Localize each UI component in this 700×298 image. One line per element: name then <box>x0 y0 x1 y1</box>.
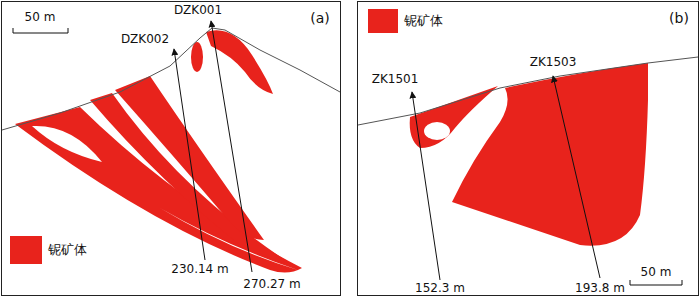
panel-letter: (b) <box>669 10 689 26</box>
legend-swatch <box>368 9 398 33</box>
legend-swatch <box>10 236 42 264</box>
ore-gap <box>424 122 450 140</box>
drill-hole-name: ZK1501 <box>372 73 419 87</box>
depth-label: 270.27 m <box>243 278 301 292</box>
drill-hole <box>553 76 600 278</box>
drill-hole <box>211 21 252 272</box>
panel-frame <box>2 2 341 296</box>
ore-gaps-a <box>32 126 298 270</box>
drill-hole <box>174 49 205 260</box>
drill-hole-name: ZK1503 <box>530 56 577 70</box>
scale-label: 50 m <box>25 11 56 25</box>
legend-text: 铌矿体 <box>404 14 443 29</box>
ore-bodies-b <box>410 63 648 246</box>
drill-hole <box>412 92 440 280</box>
drill-hole-name: DZK001 <box>174 4 222 18</box>
depth-label: 230.14 m <box>171 263 229 277</box>
panel-frame <box>358 2 699 296</box>
legend-text: 铌矿体 <box>48 243 87 258</box>
ground-surface <box>358 57 698 125</box>
depth-label: 193.8 m <box>575 282 625 296</box>
depth-label: 152.3 m <box>415 282 465 296</box>
drill-hole-name: DZK002 <box>121 33 169 47</box>
ore-bodies-a <box>15 30 302 272</box>
scale-bar <box>13 28 68 33</box>
scale-bar <box>630 280 682 285</box>
ground-surface <box>2 28 340 130</box>
scale-label: 50 m <box>641 266 672 280</box>
panel-letter: (a) <box>310 10 330 26</box>
